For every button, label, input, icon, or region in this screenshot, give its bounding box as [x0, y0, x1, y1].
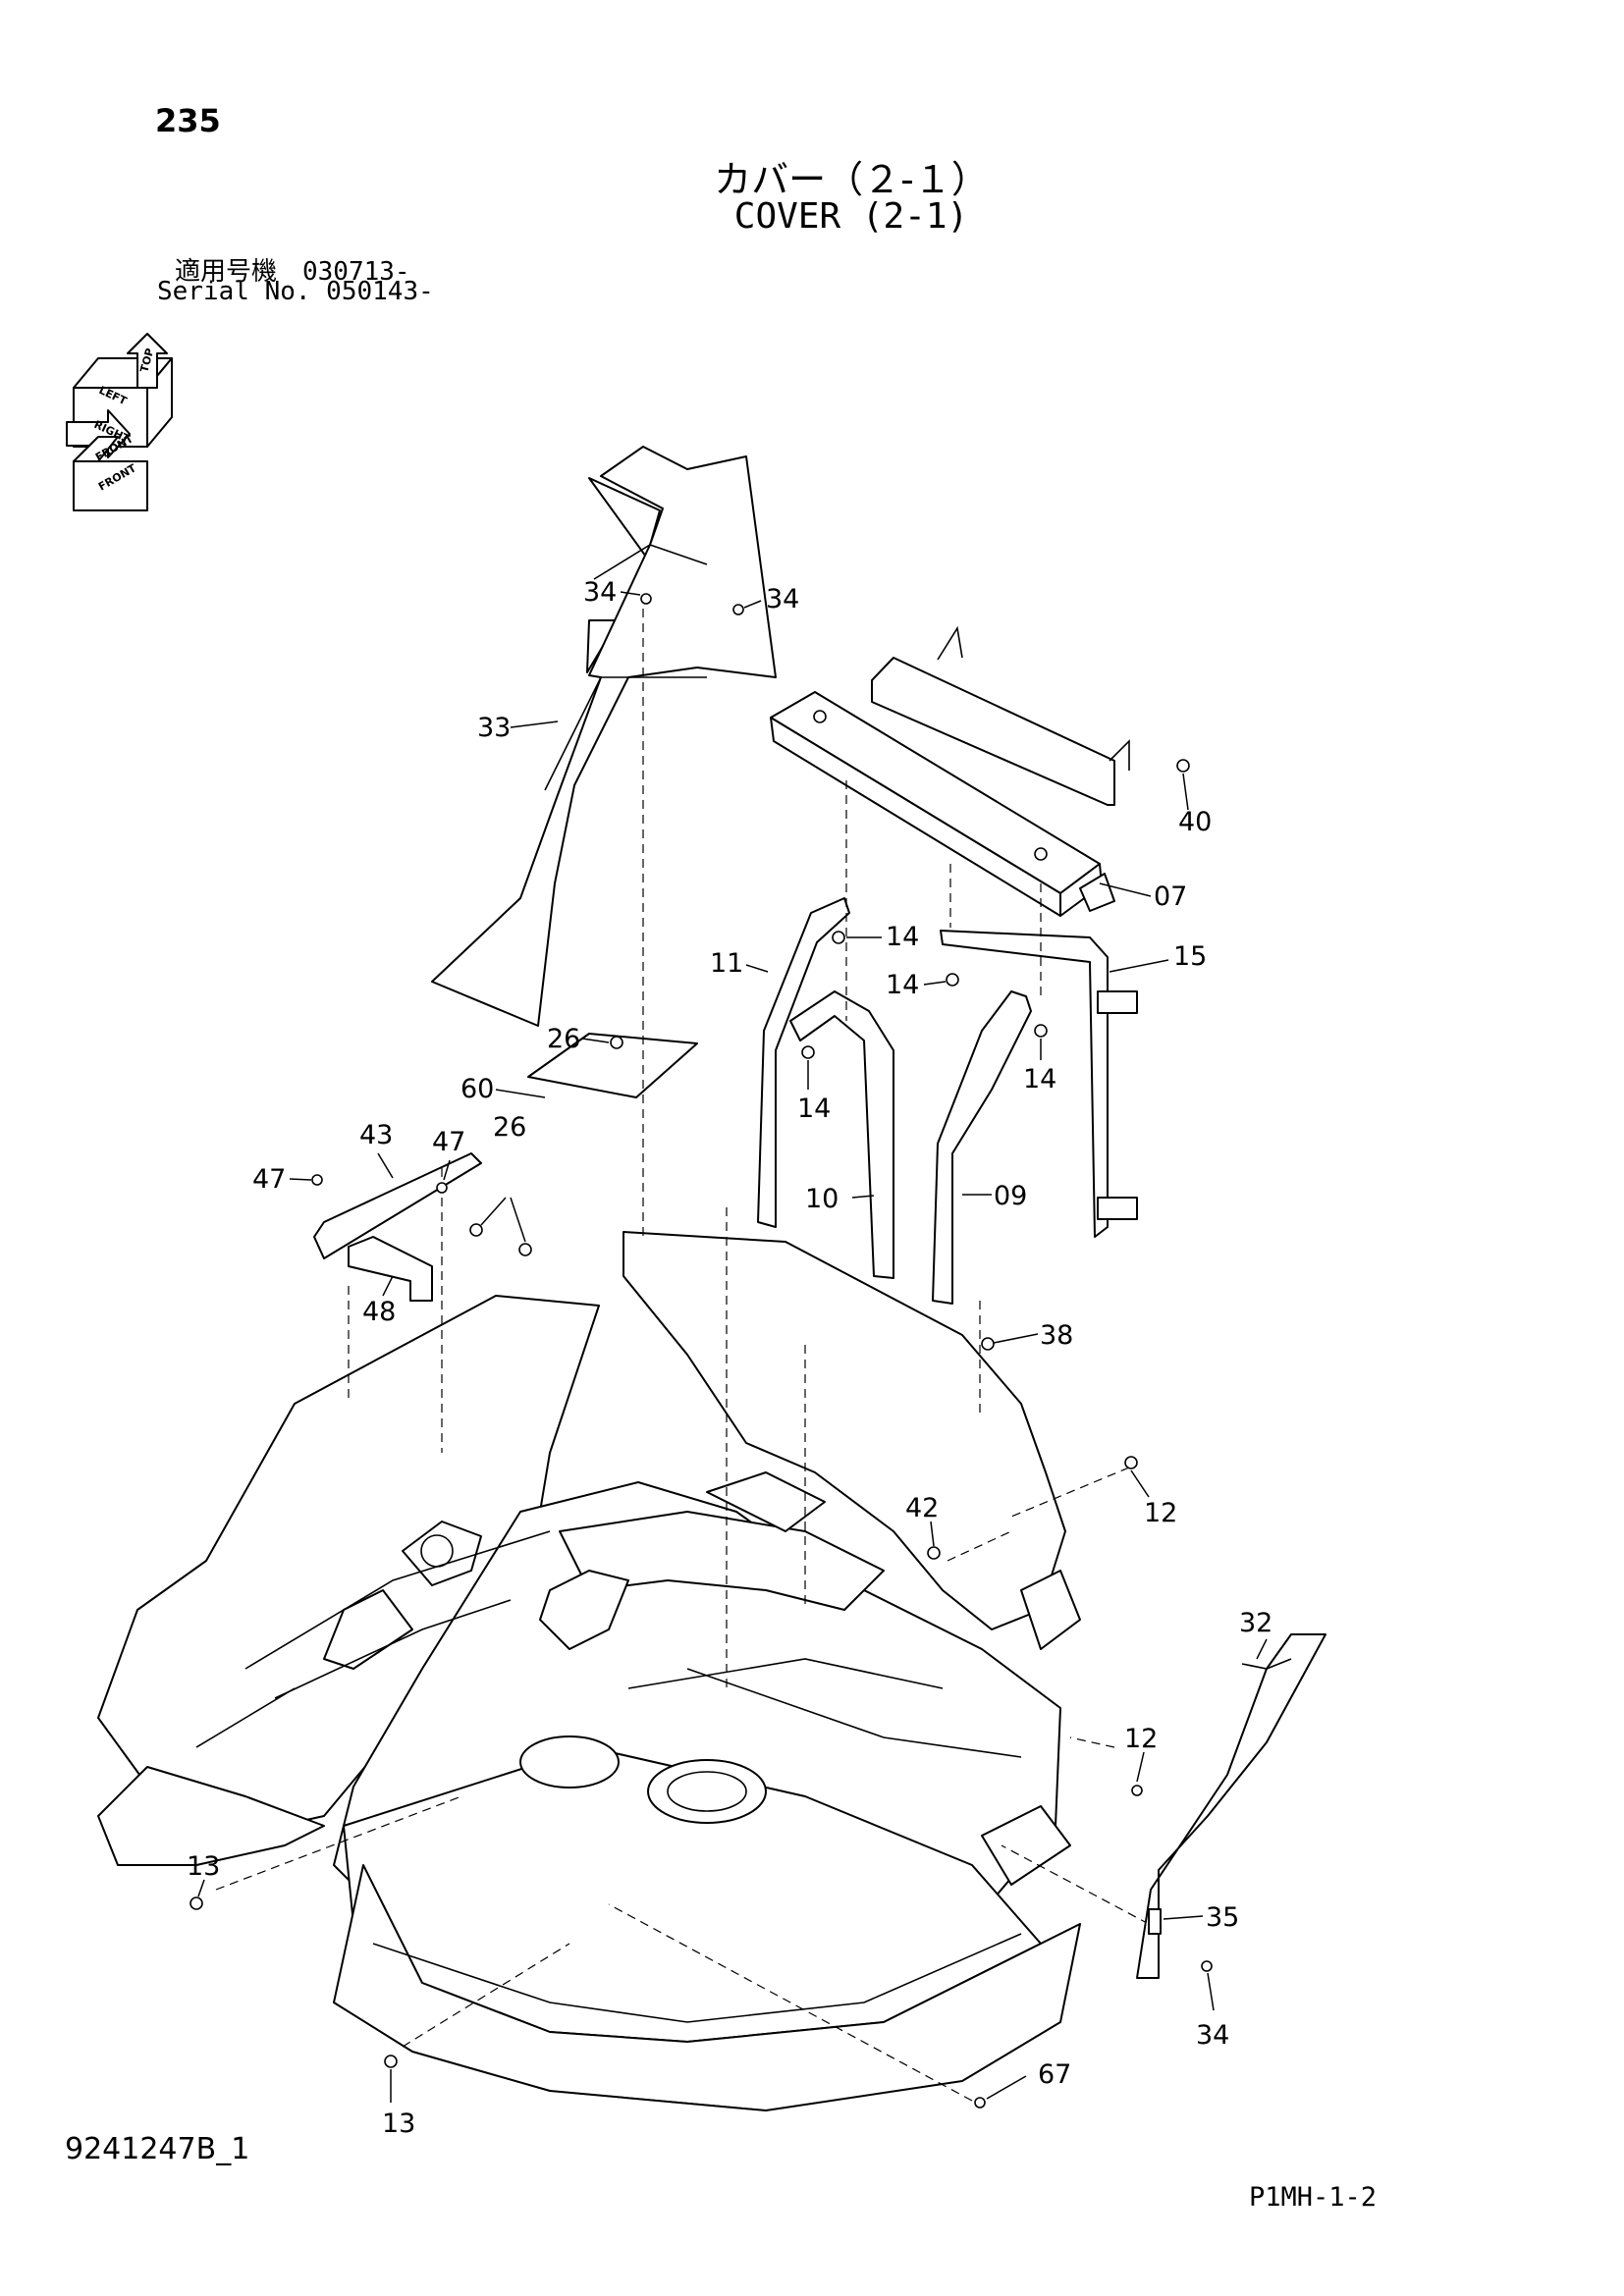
part-11-bracket	[757, 897, 850, 1228]
page-number: 235	[155, 102, 221, 139]
callout-15: 15	[1173, 941, 1207, 972]
part-15-bracket	[940, 930, 1138, 1238]
part-35-latch	[1148, 1908, 1162, 1935]
alignment-lines	[215, 609, 1150, 2102]
callout-34-top-right: 34	[766, 584, 799, 614]
callout-07: 07	[1154, 881, 1187, 912]
page-title-japanese: カバー（２-１）	[714, 158, 989, 201]
document-number: 9241247B_1	[65, 2132, 250, 2166]
callout-13-left: 13	[187, 1851, 220, 1882]
part-07-rail	[770, 691, 1115, 917]
callout-13-bottom: 13	[382, 2109, 415, 2139]
callout-33: 33	[477, 713, 511, 743]
callout-09: 09	[994, 1181, 1027, 1211]
callout-38: 38	[1040, 1320, 1073, 1351]
callout-labels: 34 34 33 40 07 14 11 15 14 14 26 60 14 4…	[187, 577, 1272, 2139]
serial-applicability-japanese: 適用号機 030713-	[175, 257, 410, 287]
callout-34-top-left: 34	[583, 577, 617, 608]
part-09-bracket	[932, 990, 1032, 1305]
callout-67: 67	[1038, 2059, 1071, 2090]
part-40-cover	[871, 625, 1130, 806]
callout-10: 10	[805, 1184, 839, 1214]
callout-47-right: 47	[432, 1127, 465, 1157]
part-48-bracket	[348, 1236, 433, 1302]
callout-35: 35	[1206, 1902, 1239, 1933]
callout-32: 32	[1239, 1608, 1272, 1638]
callout-60: 60	[460, 1074, 494, 1104]
callout-34-lower: 34	[1196, 2020, 1229, 2051]
page-title-english: COVER (2-1)	[733, 196, 969, 237]
callout-14-middle: 14	[886, 970, 919, 1000]
callout-11: 11	[710, 948, 743, 979]
upper-frame-structure	[97, 1231, 1081, 2111]
callout-47-left: 47	[252, 1164, 286, 1195]
part-43-strip	[313, 1152, 482, 1259]
callout-40: 40	[1178, 807, 1212, 837]
callout-12-lower: 12	[1124, 1724, 1158, 1754]
part-32-side-cover	[1136, 1633, 1326, 1979]
callout-14-right: 14	[1023, 1064, 1056, 1095]
serial-applicability-english: Serial No. 050143-	[157, 277, 434, 306]
part-33-cover-plate	[431, 446, 777, 1027]
callout-48: 48	[362, 1297, 396, 1327]
fastener-bolts	[189, 593, 1213, 2109]
part-60-plate	[527, 1033, 698, 1098]
callout-12-upper: 12	[1144, 1498, 1177, 1528]
orientation-label-top: TOP	[137, 347, 156, 373]
callout-14-lower: 14	[797, 1094, 831, 1124]
orientation-cube-icon: TOP LEFT RIGHT FRONT FRONT	[66, 333, 173, 511]
page-code: P1MH-1-2	[1249, 2182, 1378, 2213]
callout-26-lower: 26	[493, 1112, 526, 1143]
callout-14-upper: 14	[886, 922, 919, 952]
callout-26-upper: 26	[547, 1024, 580, 1054]
callout-43: 43	[359, 1120, 393, 1150]
callout-42: 42	[905, 1493, 939, 1523]
callout-leader-lines	[197, 591, 1268, 2103]
part-10-bracket	[789, 990, 894, 1279]
